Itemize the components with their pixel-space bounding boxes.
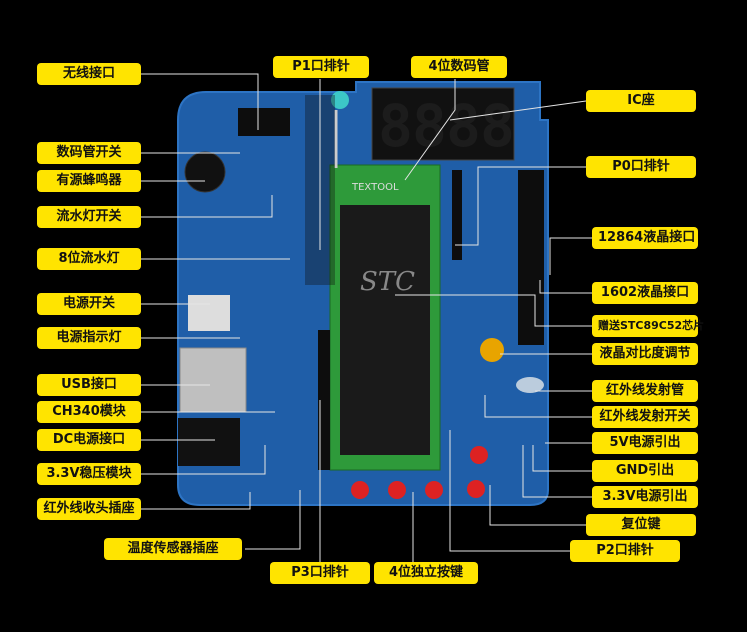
- digit-tube-display: [371, 87, 515, 161]
- svg-text:8: 8: [378, 92, 413, 160]
- label-lcd-contrast: 液晶对比度调节: [592, 343, 698, 365]
- power-switch: [188, 295, 230, 331]
- label-p1-header: P1口排针: [273, 56, 369, 78]
- svg-text:8: 8: [480, 92, 515, 160]
- label-segment-switch: 数码管开关: [37, 142, 141, 164]
- stc-chip: [340, 205, 430, 455]
- label-reset: 复位键: [586, 514, 696, 536]
- label-power-led: 电源指示灯: [37, 327, 141, 349]
- label-ir-tx: 红外线发射管: [592, 380, 698, 402]
- label-temp-sensor: 温度传感器插座: [104, 538, 242, 560]
- label-ch340: CH340模块: [37, 401, 141, 423]
- label-lcd-12864: 12864液晶接口: [592, 227, 698, 249]
- label-p3-header: P3口排针: [270, 562, 370, 584]
- contrast-pot: [480, 338, 504, 362]
- chip-logo: STC: [360, 267, 415, 297]
- label-led-8: 8位流水灯: [37, 248, 141, 270]
- label-lcd-1602: 1602液晶接口: [592, 282, 698, 304]
- label-buzzer: 有源蜂鸣器: [37, 170, 141, 192]
- svg-text:8: 8: [446, 92, 481, 160]
- p3-header: [318, 330, 330, 470]
- label-gnd-out: GND引出: [592, 460, 698, 482]
- svg-text:8: 8: [412, 92, 447, 160]
- label-ic-socket: IC座: [586, 90, 696, 112]
- label-p2-header: P2口排针: [570, 540, 680, 562]
- lcd-header: [518, 170, 544, 345]
- label-3v3-out: 3.3V电源引出: [592, 486, 698, 508]
- label-usb: USB接口: [37, 374, 141, 396]
- key-buttons: [351, 446, 488, 499]
- p0-header-left: [452, 170, 462, 260]
- label-led-switch: 流水灯开关: [37, 206, 141, 228]
- wireless-header: [238, 108, 290, 136]
- label-wireless: 无线接口: [37, 63, 141, 85]
- ir-emitter: [516, 377, 544, 393]
- label-5v-out: 5V电源引出: [592, 432, 698, 454]
- leader-lines: [140, 73, 592, 562]
- label-chip-gift: 赠送STC89C52芯片: [592, 315, 704, 337]
- dc-jack: [178, 418, 240, 466]
- socket-brand: TEXTOOL: [351, 182, 399, 193]
- usb-port: [179, 347, 247, 413]
- label-dc-jack: DC电源接口: [37, 429, 141, 451]
- buzzer: [184, 151, 226, 193]
- label-power-switch: 电源开关: [37, 293, 141, 315]
- socket-lever-knob: [331, 91, 349, 109]
- label-keys-4: 4位独立按键: [374, 562, 478, 584]
- label-ir-tx-switch: 红外线发射开关: [592, 406, 698, 428]
- label-p0-header: P0口排针: [586, 156, 696, 178]
- label-digit-tube: 4位数码管: [411, 56, 507, 78]
- label-3v3-regulator: 3.3V稳压模块: [37, 463, 141, 485]
- label-ir-receiver: 红外线收头插座: [37, 498, 141, 520]
